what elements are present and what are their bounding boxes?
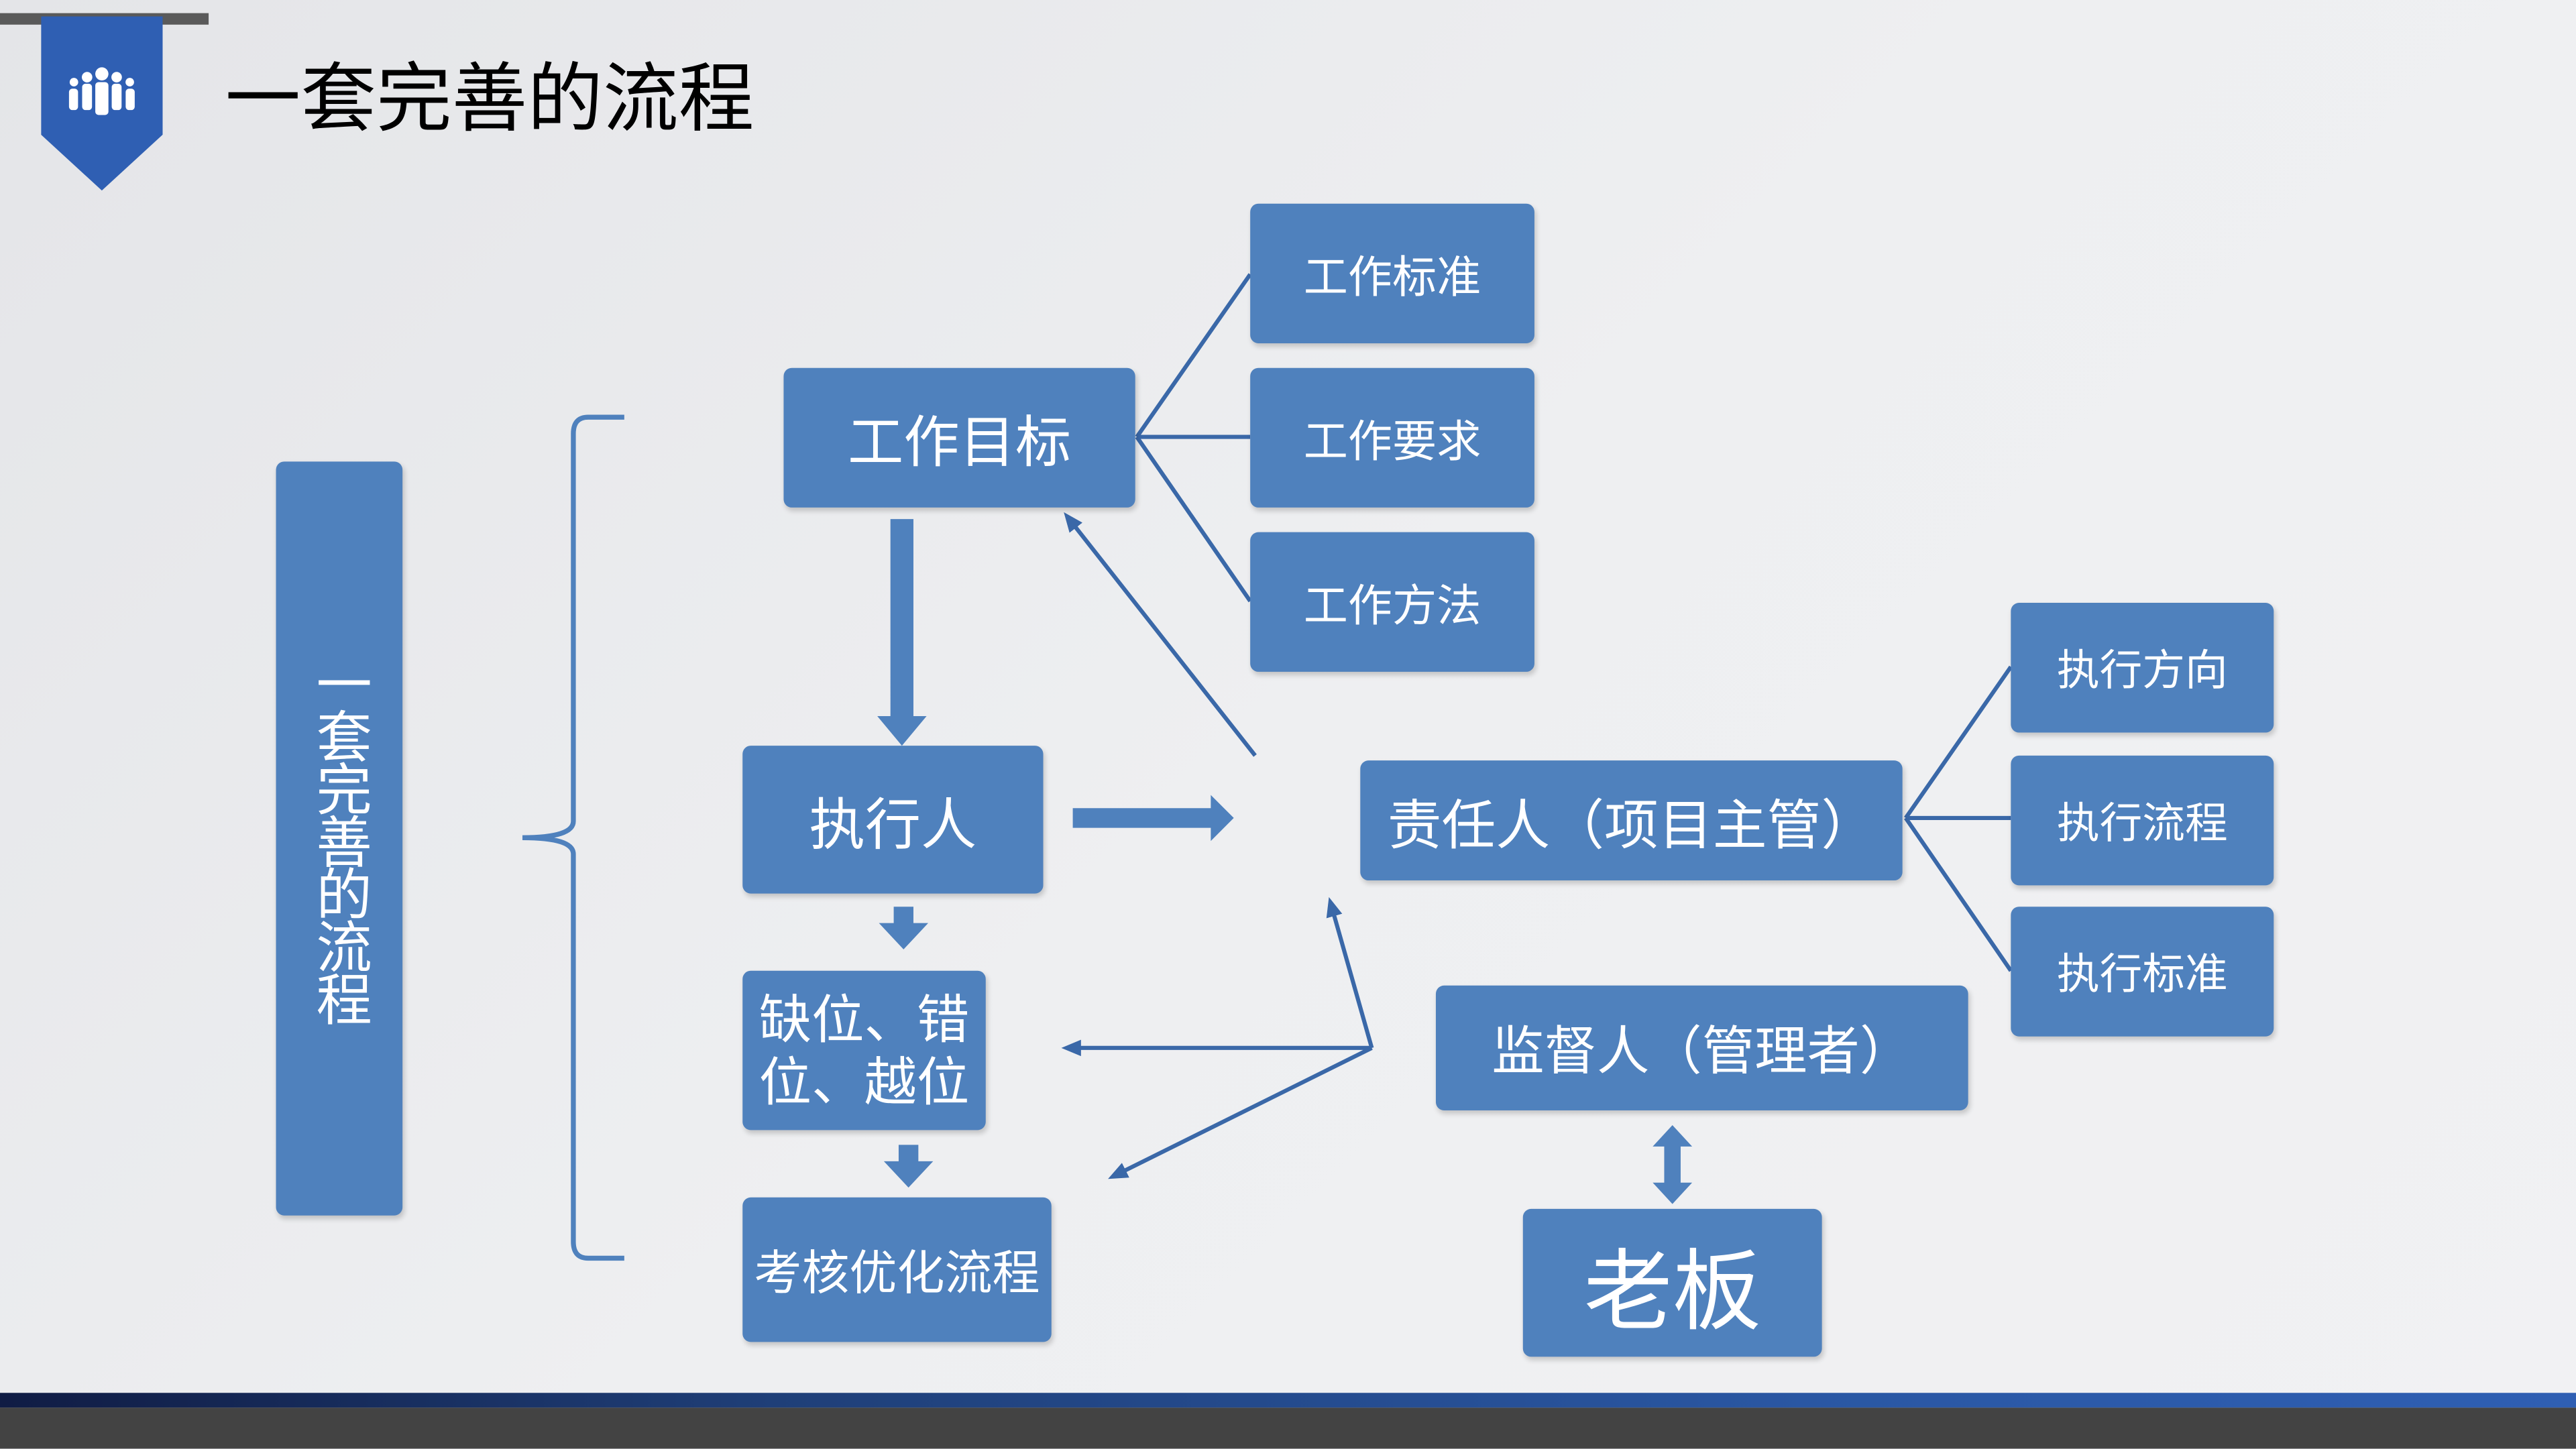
page-title: 一套完善的流程	[225, 56, 754, 141]
down-arrow-goal-executor	[877, 519, 927, 746]
line-resp-standard	[1904, 817, 2013, 972]
arrow-to-responsible	[1326, 896, 1374, 1049]
node-work-standard: 工作标准	[1250, 203, 1534, 343]
node-exec-direction: 执行方向	[2011, 603, 2274, 733]
double-arrow-supervisor-boss	[1653, 1124, 1693, 1204]
line-goal-standard	[1135, 273, 1252, 439]
node-assess: 考核优化流程	[742, 1197, 1052, 1342]
arrow-to-assess	[1108, 1046, 1373, 1179]
node-label: 工作目标	[848, 412, 1072, 475]
node-responsible: 责任人（项目主管）	[1360, 760, 1903, 880]
node-work-method: 工作方法	[1250, 532, 1534, 672]
side-label-box: 一套完善的流程	[276, 461, 403, 1216]
node-label: 监督人（管理者）	[1492, 1021, 1913, 1081]
brace	[522, 414, 624, 1261]
node-exec-process: 执行流程	[2011, 755, 2274, 886]
node-executor: 执行人	[742, 746, 1044, 894]
line-resp-direction	[1904, 665, 2013, 819]
node-label: 考核优化流程	[754, 1248, 1040, 1301]
node-boss: 老板	[1522, 1208, 1822, 1357]
node-label: 执行标准	[2056, 949, 2228, 999]
node-label: 缺位、错位、越位	[759, 989, 970, 1112]
footer-blue-bar	[0, 1393, 2576, 1408]
node-label: 执行流程	[2056, 798, 2228, 848]
footer-dark-bar	[0, 1407, 2576, 1449]
node-label: 工作标准	[1303, 253, 1481, 302]
node-label: 工作方法	[1303, 581, 1481, 631]
node-label: 老板	[1583, 1242, 1761, 1342]
node-label: 责任人（项目主管）	[1387, 794, 1876, 856]
down-arrow-executor-gaps	[879, 907, 929, 949]
node-label: 工作要求	[1303, 417, 1481, 467]
node-label: 执行人	[809, 794, 977, 857]
people-banner-icon	[41, 16, 163, 191]
right-arrow-executor-responsible	[1072, 795, 1234, 842]
down-arrow-gaps-assess	[883, 1145, 934, 1188]
node-label: 执行方向	[2056, 645, 2228, 695]
node-supervisor: 监督人（管理者）	[1435, 985, 1968, 1110]
node-gaps: 缺位、错位、越位	[742, 970, 986, 1131]
arrow-to-goal	[1064, 512, 1257, 757]
side-label: 一套完善的流程	[307, 654, 370, 1023]
node-exec-standard: 执行标准	[2011, 907, 2274, 1037]
node-work-requirement: 工作要求	[1250, 367, 1534, 508]
line-goal-method	[1135, 435, 1252, 603]
node-work-goal: 工作目标	[783, 367, 1135, 508]
